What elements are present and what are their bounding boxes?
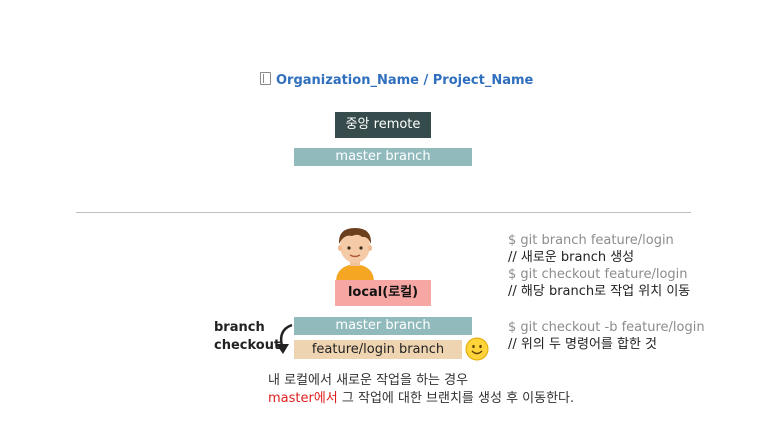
remote-repo-box: 중앙 remote: [335, 112, 431, 138]
repo-title: Organization_Name / Project_Name: [260, 72, 533, 88]
command-line: $ git branch feature/login: [508, 233, 674, 248]
remote-master-branch: master branch: [294, 148, 472, 166]
repo-book-icon: [260, 72, 271, 85]
organization-name: Organization_Name: [276, 73, 419, 88]
branch-label: branch: [214, 320, 265, 335]
git-combined-command-block: $ git checkout -b feature/login // 위의 두 …: [508, 319, 705, 353]
comment-line: // 위의 두 명령어를 합한 것: [508, 337, 658, 352]
divider: [76, 212, 691, 213]
master-highlight: master에서: [268, 391, 338, 406]
command-line: $ git checkout -b feature/login: [508, 320, 705, 335]
comment-line: // 해당 branch로 작업 위치 이동: [508, 284, 691, 299]
explanation-text: 내 로컬에서 새로운 작업을 하는 경우 master에서 그 작업에 대한 브…: [268, 372, 574, 408]
local-repo-box: local(로컬): [335, 280, 431, 306]
comment-line: // 새로운 branch 생성: [508, 250, 635, 265]
checkout-label: checkout: [214, 338, 281, 353]
feature-login-branch: feature/login branch: [294, 340, 462, 359]
branch-checkout-label: branch checkout: [214, 319, 280, 355]
command-line: $ git checkout feature/login: [508, 267, 688, 282]
git-commands-block: $ git branch feature/login // 새로운 branch…: [508, 232, 690, 300]
repo-separator: /: [423, 73, 429, 88]
local-master-branch: master branch: [294, 317, 472, 335]
project-name: Project_Name: [432, 73, 534, 88]
curved-arrow-icon: [276, 323, 293, 354]
smiley-face-icon: [465, 337, 489, 361]
explanation-line-1: 내 로컬에서 새로운 작업을 하는 경우: [268, 373, 469, 388]
explanation-line-2-rest: 그 작업에 대한 브랜치를 생성 후 이동한다.: [337, 391, 575, 406]
explanation-line-2: master에서 그 작업에 대한 브랜치를 생성 후 이동한다.: [268, 390, 574, 408]
developer-avatar-icon: [336, 228, 374, 282]
